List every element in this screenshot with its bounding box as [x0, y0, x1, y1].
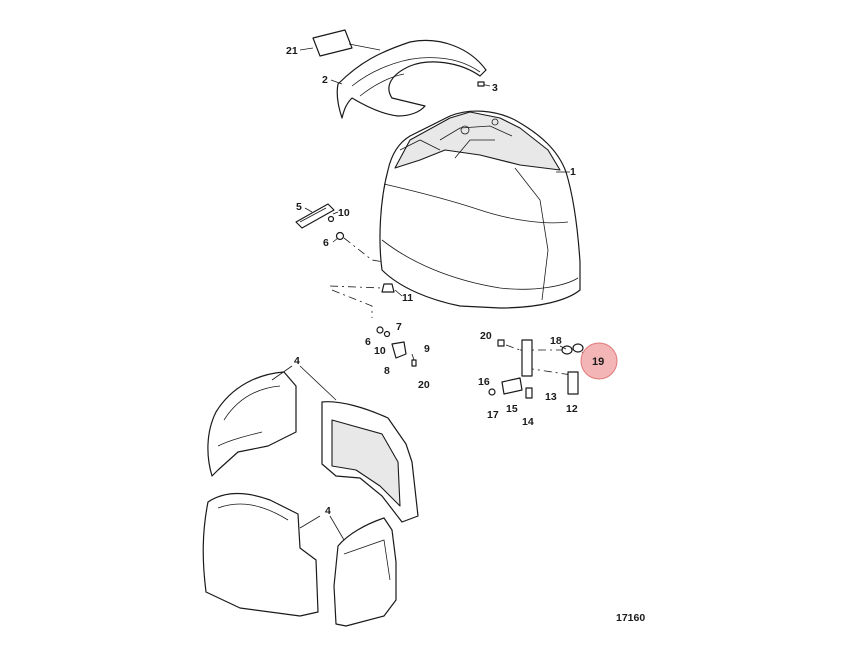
callout-21: 21 [286, 45, 298, 57]
part-1-top-cowl [379, 110, 581, 309]
callout-4a: 4 [294, 355, 300, 367]
latch-group-left [376, 326, 417, 367]
callout-15: 15 [506, 403, 518, 415]
callout-16: 16 [478, 376, 490, 388]
callout-1: 1 [570, 166, 576, 178]
callout-2: 2 [322, 74, 328, 86]
callout-6b: 6 [365, 336, 371, 348]
callout-8: 8 [384, 365, 390, 377]
callouts: 21 2 3 1 5 10 6 11 7 6 10 8 9 20 20 18 1… [286, 45, 578, 517]
part-10-screw [327, 215, 335, 223]
leader-lines [271, 43, 586, 541]
callout-9: 9 [424, 343, 430, 355]
part-4-side-cowl-lower-right [333, 517, 397, 627]
callout-12: 12 [566, 403, 578, 415]
callout-11: 11 [402, 292, 413, 304]
highlight-circle [580, 342, 618, 380]
part-5-latch-handle [295, 203, 335, 229]
callout-7: 7 [396, 321, 402, 333]
part-3-pin [477, 81, 491, 87]
part-4-side-cowl-upper-left [207, 371, 297, 477]
callout-18: 18 [550, 335, 562, 347]
part-6-nut [335, 231, 345, 241]
callout-19: 19 [592, 356, 604, 368]
callout-17: 17 [487, 409, 499, 421]
latch-group-right [488, 339, 584, 399]
part-4-side-cowl-upper-right [321, 401, 419, 523]
callout-20b: 20 [480, 330, 492, 342]
figure-number: 17160 [616, 612, 645, 624]
part-21-decal [312, 29, 353, 57]
callout-6a: 6 [323, 237, 329, 249]
part-11-grommet [381, 283, 395, 293]
highlighted-callout-19[interactable]: 19 [580, 342, 618, 380]
part-4-side-cowl-lower-left [202, 492, 319, 617]
callout-14: 14 [522, 416, 534, 428]
callout-10b: 10 [374, 345, 386, 357]
callout-4b: 4 [325, 505, 331, 517]
callout-13: 13 [545, 391, 557, 403]
callout-20a: 20 [418, 379, 430, 391]
callout-10a: 10 [338, 207, 350, 219]
part-2-top-cover [336, 39, 487, 119]
callout-5: 5 [296, 201, 302, 213]
callout-3: 3 [492, 82, 498, 94]
